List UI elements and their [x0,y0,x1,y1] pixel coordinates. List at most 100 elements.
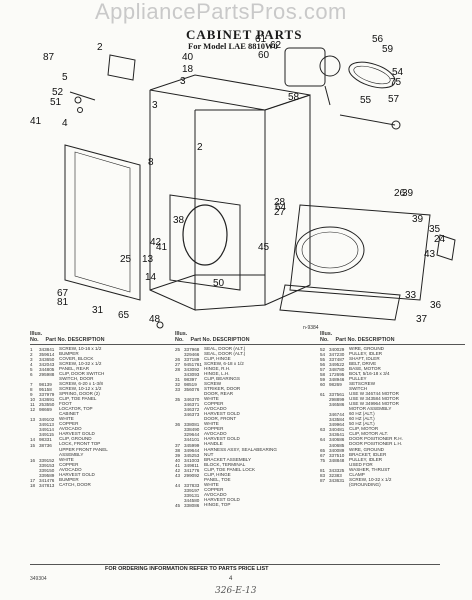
part-illus-no: 25 [175,346,181,351]
part-number: 349114 [39,427,54,432]
part-illus-no: 37 [175,442,181,447]
part-illus-no: 27 [175,361,181,366]
part-illus-no: 8 [30,387,33,392]
callout-number: 81 [57,297,69,308]
part-number: 339153 [39,462,55,467]
part-number: 337510 [329,452,345,457]
part-illus-no: 58 [320,371,326,376]
part-illus-no: 56 [320,361,326,366]
part-description: STRIKER, DOOR [204,385,241,391]
part-description: BASE, MOTOR [349,365,381,371]
part-description: CLIP, MOTOR ALT. [349,431,389,437]
part-description: SCREW [204,380,222,386]
part-illus-no: 55 [320,356,326,361]
part-number: 343631 [329,477,345,482]
part-number: 344580 [184,498,200,503]
table-row: 349114 AVOCADO [30,426,175,431]
callout-number: 2 [97,42,103,53]
part-description: AVOCADO [204,406,227,412]
part-description: AVOCADO [59,426,82,432]
part-number: 337487 [329,356,345,361]
table-row: USED FOR [320,462,465,467]
part-description: PULLEY, IDLER [349,350,383,356]
part-number: 172695 [329,371,345,376]
part-description: LOCATOR, TOP [59,406,93,412]
callout-number: 39 [412,214,424,225]
part-number: 339197 [184,487,200,492]
callout-number: 2 [197,142,203,153]
callout-number: 57 [388,94,400,105]
part-number: 346370 [184,397,200,402]
part-number: 329644 [184,432,200,437]
illustration-code: n-9384 [303,325,319,331]
part-description: HINGE, TOP [204,502,231,508]
part-number: 346586 [329,402,345,407]
table-row: 329466 SEAL, DOOR (ALT.) [175,351,320,356]
part-illus-no: 6 [30,371,33,376]
part-description: WIRE, GROUND [349,345,384,351]
part-number: 349102 [39,417,55,422]
callout-number: 33 [405,290,417,301]
part-number: 349115 [39,432,54,437]
part-number: 337561 [329,392,345,397]
part-description: PANEL, TOE [204,476,231,482]
part-description: NUT [204,451,214,457]
part-description: SEAL, DOOR (ALT.) [204,350,246,356]
part-number: 329466 [184,351,200,356]
callout-number: 37 [416,314,428,325]
part-illus-no: 31 [175,376,181,381]
part-illus-no: 9 [30,392,33,397]
part-number: 348848 [329,457,345,462]
part-number: 340685 [329,442,345,447]
callout-number: 65 [118,310,130,321]
part-number: 253550 [39,402,55,407]
table-row: UPPER FRONT PANEL [30,447,175,452]
part-number: 98139 [39,381,52,386]
part-description: BRACKET, IDLER [349,451,387,457]
part-number: 9451761 [184,361,202,366]
part-illus-no: 33 [175,387,181,392]
part-illus-no: 28 [175,366,181,371]
part-number: 98397 [184,376,197,381]
part-illus-no: 45 [175,503,181,508]
part-description: HANDLE [204,441,223,447]
part-number: 338081 [184,422,200,427]
callout-number: 3 [180,76,186,87]
callout-number: 50 [213,278,225,289]
front-bulkhead [169,194,241,291]
part-description: SCREW, 10-12 x 1/2 [59,385,102,391]
part-illus-no: 43 [175,472,181,477]
motor [284,47,326,87]
part-description: HINGE, L.H. [204,370,230,376]
table-header: Illus. No. Part No. DESCRIPTION [175,331,320,345]
part-description: WHITE [59,416,74,422]
part-number: 349964 [329,422,345,427]
part-description: HARNESS ASSY, SEALABEARING [204,446,277,452]
part-number: 356076 [184,387,200,392]
part-illus-no: 40 [175,457,181,462]
bracket-assembly [107,54,136,81]
part-illus-no: 57 [320,366,326,371]
